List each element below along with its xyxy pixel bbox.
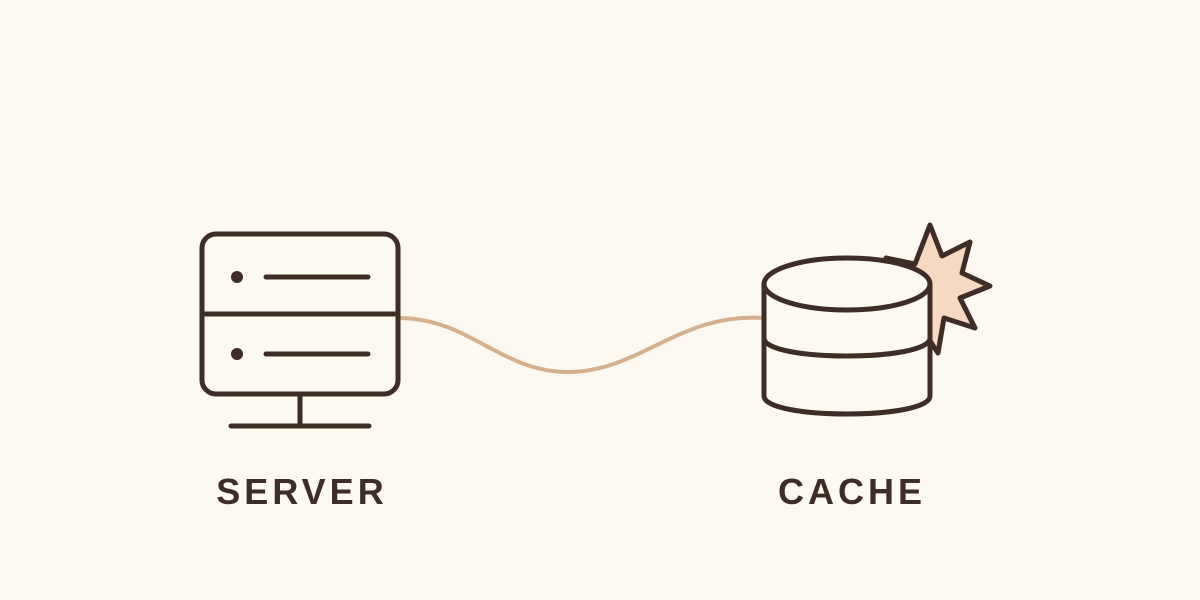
server-label: SERVER: [216, 471, 388, 512]
database-icon: [761, 255, 933, 417]
connector-line: [396, 315, 766, 375]
server-icon: [199, 231, 401, 429]
cache-label: CACHE: [777, 471, 926, 512]
